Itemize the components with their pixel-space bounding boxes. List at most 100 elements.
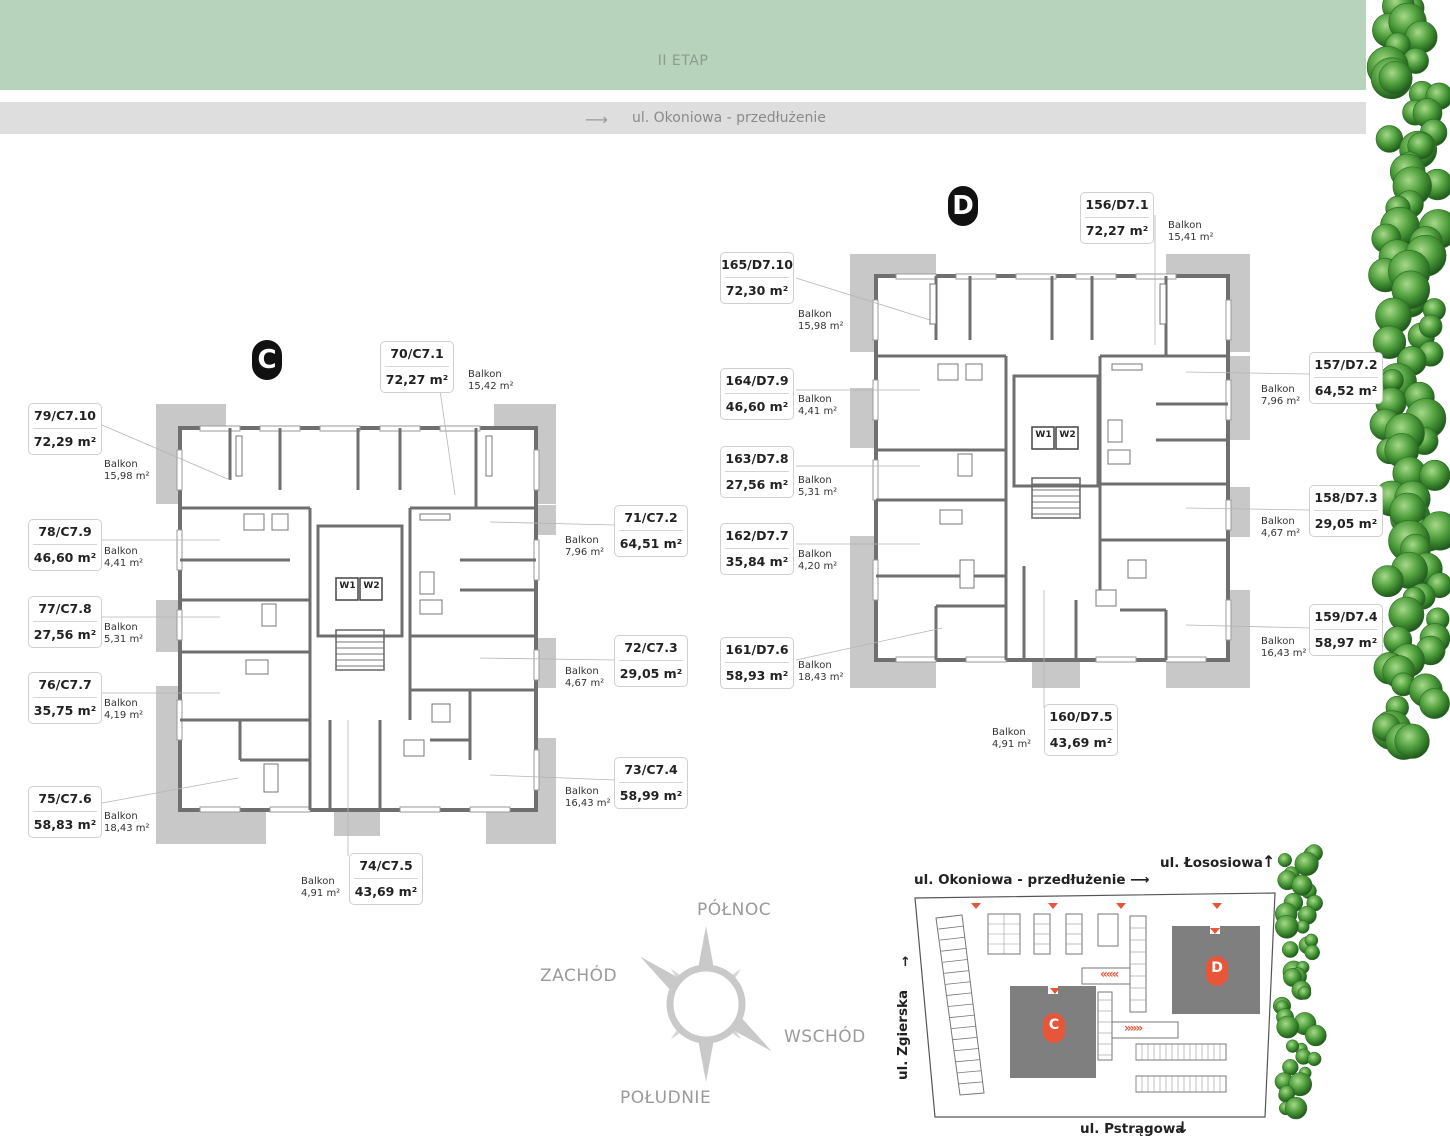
apartment-code: 76/C7.7 (38, 677, 92, 692)
tree-icon (1378, 61, 1413, 95)
tree-icon (1419, 688, 1450, 719)
apartment-card[interactable]: 75/C7.6 58,83 m² (28, 786, 102, 838)
compass-north-label: PÓŁNOC (697, 900, 772, 920)
compass-rose-icon (640, 926, 772, 1082)
tree-icon (1394, 723, 1430, 759)
tree-icon (1375, 125, 1404, 153)
apartment-code: 75/C7.6 (38, 791, 92, 806)
elevator-w2-label: W2 (363, 581, 380, 591)
tree-icon (1371, 565, 1404, 598)
tree-icon (1419, 459, 1450, 491)
entry-arrows-out-icon: »»» (1124, 1021, 1143, 1035)
apartment-area: 64,52 m² (1314, 383, 1378, 398)
tree-icon (1304, 944, 1320, 961)
apartment-card[interactable]: 159/D7.4 58,97 m² (1309, 604, 1383, 656)
parking-stall-line (936, 914, 963, 919)
site-street-top: ul. Okoniowa - przedłużenie ⟶ (914, 872, 1150, 888)
parking-stall-line (939, 936, 965, 941)
apartment-code: 79/C7.10 (34, 408, 96, 423)
apartment-code: 159/D7.4 (1314, 609, 1378, 624)
parking-stall-line (941, 947, 967, 952)
parking-stall-line (948, 1003, 974, 1007)
building-d-badge: D (948, 186, 978, 226)
apartment-area: 58,97 m² (1314, 635, 1378, 650)
building-c-plan (156, 404, 556, 844)
parking-stall-line (952, 1036, 978, 1041)
apartment-code: 164/D7.9 (725, 373, 789, 388)
apartment-area: 72,27 m² (385, 372, 449, 387)
apartment-card[interactable]: 76/C7.7 35,75 m² (28, 672, 102, 724)
stage-banner: II ETAP (0, 0, 1366, 90)
direction-arrow-icon: ⟶ (585, 110, 608, 129)
tree-icon (1284, 1096, 1308, 1120)
apartment-code: 161/D7.6 (725, 642, 789, 657)
apartment-code: 163/D7.8 (725, 451, 789, 466)
stage-label: II ETAP (657, 53, 709, 69)
apartment-card[interactable]: 165/D7.10 72,30 m² (720, 252, 794, 304)
apartment-area: 72,30 m² (725, 283, 789, 298)
parking-stall-line (944, 970, 969, 974)
tree-icon (1276, 1015, 1299, 1039)
tree-icon (1285, 1039, 1300, 1053)
apartment-code: 165/D7.10 (721, 257, 793, 272)
tree-icon (1419, 314, 1443, 339)
site-building-d: D (1211, 960, 1223, 976)
elevator-w1-label: W1 (339, 581, 356, 591)
tree-icon (1297, 986, 1312, 1000)
leader-lines (101, 215, 1311, 856)
apartment-area: 46,60 m² (33, 550, 97, 565)
elevator-w1-label: W1 (1035, 430, 1052, 440)
apartment-area: 72,27 m² (1085, 223, 1149, 238)
site-building-c: C (1048, 1017, 1060, 1033)
site-map-tree-strip (1273, 844, 1327, 1120)
apartment-area: 35,75 m² (33, 703, 97, 718)
elevator-w2-label: W2 (1059, 430, 1076, 440)
apartment-card[interactable]: 163/D7.8 27,56 m² (720, 446, 794, 498)
compass-south-label: POŁUDNIE (620, 1088, 712, 1108)
tree-icon (1275, 914, 1299, 939)
tree-icon (1391, 270, 1431, 309)
apartment-area: 27,56 m² (725, 477, 789, 492)
tree-icon (1372, 325, 1407, 359)
parking-stall-line (954, 1048, 979, 1052)
arrow-up-icon: ↑ (1262, 852, 1276, 871)
compass-west-label: ZACHÓD (540, 966, 618, 986)
street-bar: ⟶ ul. Okoniowa - przedłużenie (0, 102, 1366, 134)
apartment-code: 71/C7.2 (624, 510, 678, 525)
tree-icon (1277, 853, 1292, 868)
site-street-left: ul. Zgierska (895, 989, 911, 1080)
apartment-code: 160/D7.5 (1049, 709, 1113, 724)
arrow-down-icon: ↓ (1176, 1118, 1190, 1137)
tree-icon (1281, 941, 1299, 958)
parking-stall-line (958, 1081, 983, 1085)
apartment-area: 58,83 m² (33, 817, 97, 832)
building-c-badge: C (252, 340, 282, 380)
site-map (914, 892, 1276, 1118)
